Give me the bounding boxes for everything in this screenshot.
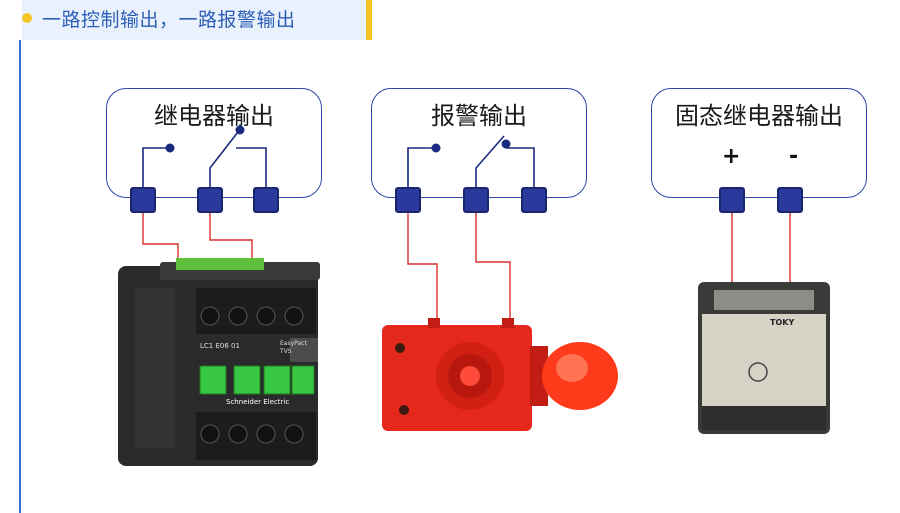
- relay-pivot-contact: [235, 125, 245, 135]
- alarm-output-label: 报警输出: [431, 102, 527, 130]
- alarm-pivot-contact: [501, 139, 511, 149]
- relay-output-label: 继电器输出: [154, 102, 274, 130]
- section-header: [22, 0, 372, 40]
- alarm-output-panel: 报警输出: [371, 88, 587, 198]
- left-accent-rule: [19, 40, 21, 513]
- relay-nc-contact: [165, 143, 175, 153]
- alarm-nc-contact: [431, 143, 441, 153]
- relay-terminal-3: [253, 187, 279, 213]
- contactor-brand-label: Schneider Electric: [226, 398, 290, 406]
- ssr-device: [698, 282, 830, 434]
- alarm-siren-device: [382, 318, 618, 431]
- alarm-terminal-1: [395, 187, 421, 213]
- alarm-terminal-2: [463, 187, 489, 213]
- relay-output-panel: 继电器输出: [106, 88, 322, 198]
- header-bullet-dot: [22, 13, 32, 23]
- plus-sign: +: [722, 144, 741, 169]
- ssr-terminal-minus: [777, 187, 803, 213]
- contactor-series-label: EasyPact TVS: [280, 340, 307, 355]
- ssr-output-label: 固态继电器输出: [675, 102, 843, 130]
- contactor-device: [118, 258, 320, 466]
- ssr-output-panel: 固态继电器输出: [651, 88, 867, 198]
- red-wires: [142, 212, 791, 318]
- contactor-model-label: LC1 E06 01: [200, 342, 240, 350]
- ssr-terminal-plus: [719, 187, 745, 213]
- ssr-brand-label: TOKY: [770, 318, 795, 327]
- relay-terminal-1: [130, 187, 156, 213]
- minus-sign: -: [789, 144, 799, 169]
- section-title: 一路控制输出，一路报警输出: [42, 9, 296, 31]
- relay-terminal-2: [197, 187, 223, 213]
- alarm-terminal-3: [521, 187, 547, 213]
